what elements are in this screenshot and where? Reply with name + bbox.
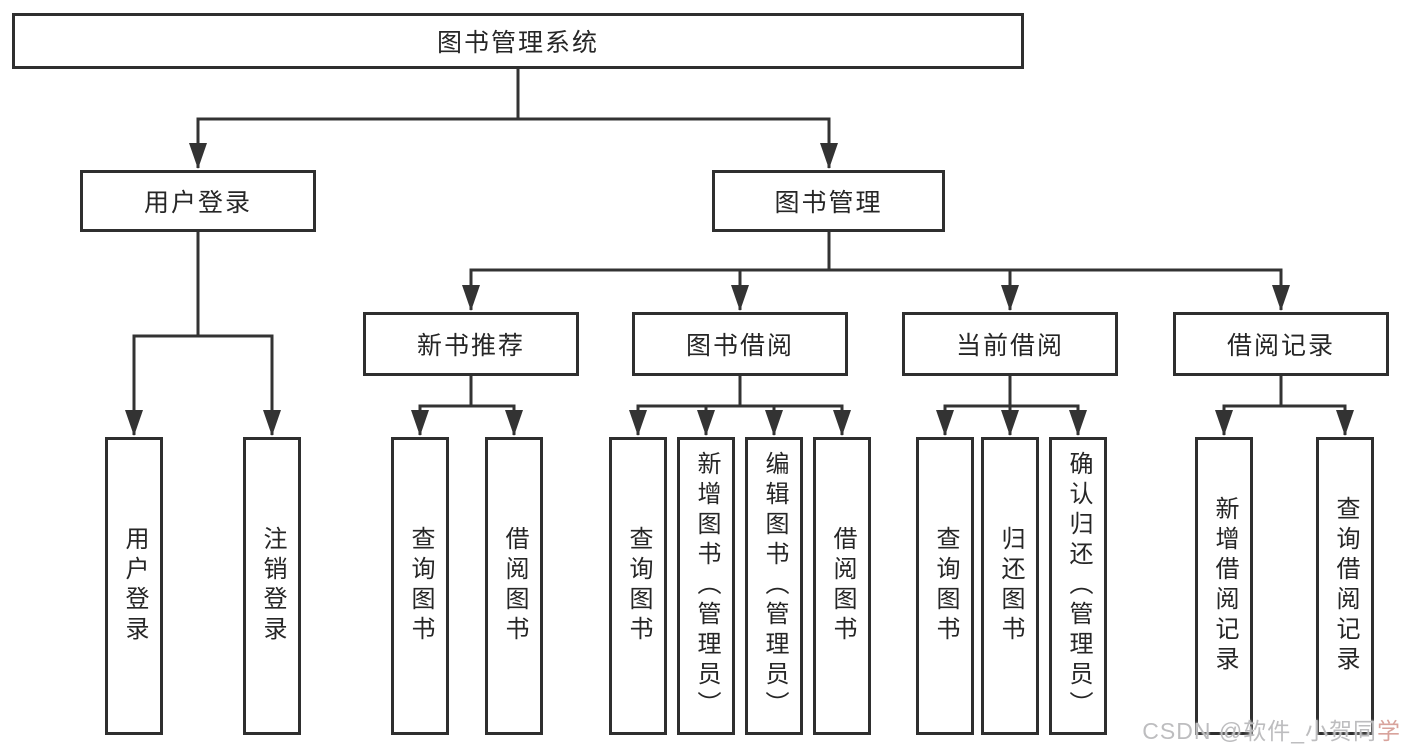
leaf-add-books-admin: 新增图书（管理员） [677,437,735,735]
node-label: 当前借阅 [955,332,1064,360]
leaf-return-books: 归还图书 [981,437,1039,735]
node-label: 图书管理 [774,189,883,217]
leaf-borrow-books: 借阅图书 [813,437,871,735]
leaf-query-books-recommend: 查询图书 [391,437,449,735]
node-book-management: 图书管理 [712,170,945,232]
node-label: 用户登录 [143,189,252,217]
node-new-book-recommend: 新书推荐 [363,312,579,376]
node-label: 借阅记录 [1226,332,1335,360]
leaf-query-books-borrow: 查询图书 [609,437,667,735]
leaf-label: 查询图书 [625,526,652,646]
watermark-accent-char: 学 [1377,718,1401,744]
leaf-label: 注销登录 [259,526,286,646]
leaf-confirm-return-admin: 确认归还（管理员） [1049,437,1107,735]
leaf-borrow-books-recommend: 借阅图书 [485,437,543,735]
leaf-label: 新增借阅记录 [1211,496,1238,676]
node-book-borrow: 图书借阅 [632,312,848,376]
leaf-label: 借阅图书 [829,526,856,646]
node-label: 图书管理系统 [436,29,599,57]
leaf-label: 编辑图书（管理员） [761,451,788,721]
leaf-edit-books-admin: 编辑图书（管理员） [745,437,803,735]
leaf-query-borrow-record: 查询借阅记录 [1316,437,1374,735]
csdn-watermark: CSDN @软件_小贺同学 [1142,712,1401,746]
leaf-label: 用户登录 [121,526,148,646]
leaf-label: 借阅图书 [501,526,528,646]
node-borrow-records: 借阅记录 [1173,312,1389,376]
leaf-add-borrow-record: 新增借阅记录 [1195,437,1253,735]
leaf-label: 查询借阅记录 [1332,496,1359,676]
leaf-label: 确认归还（管理员） [1065,451,1092,721]
node-root-system: 图书管理系统 [12,13,1024,69]
node-current-borrow: 当前借阅 [902,312,1118,376]
node-user-login: 用户登录 [80,170,316,232]
watermark-text: CSDN @软件_小贺同 [1142,718,1377,744]
leaf-label: 归还图书 [997,526,1024,646]
node-label: 图书借阅 [685,332,794,360]
leaf-query-books-current: 查询图书 [916,437,974,735]
leaf-label: 新增图书（管理员） [693,451,720,721]
leaf-logout: 注销登录 [243,437,301,735]
node-label: 新书推荐 [416,332,525,360]
leaf-label: 查询图书 [407,526,434,646]
leaf-label: 查询图书 [932,526,959,646]
leaf-user-login: 用户登录 [105,437,163,735]
